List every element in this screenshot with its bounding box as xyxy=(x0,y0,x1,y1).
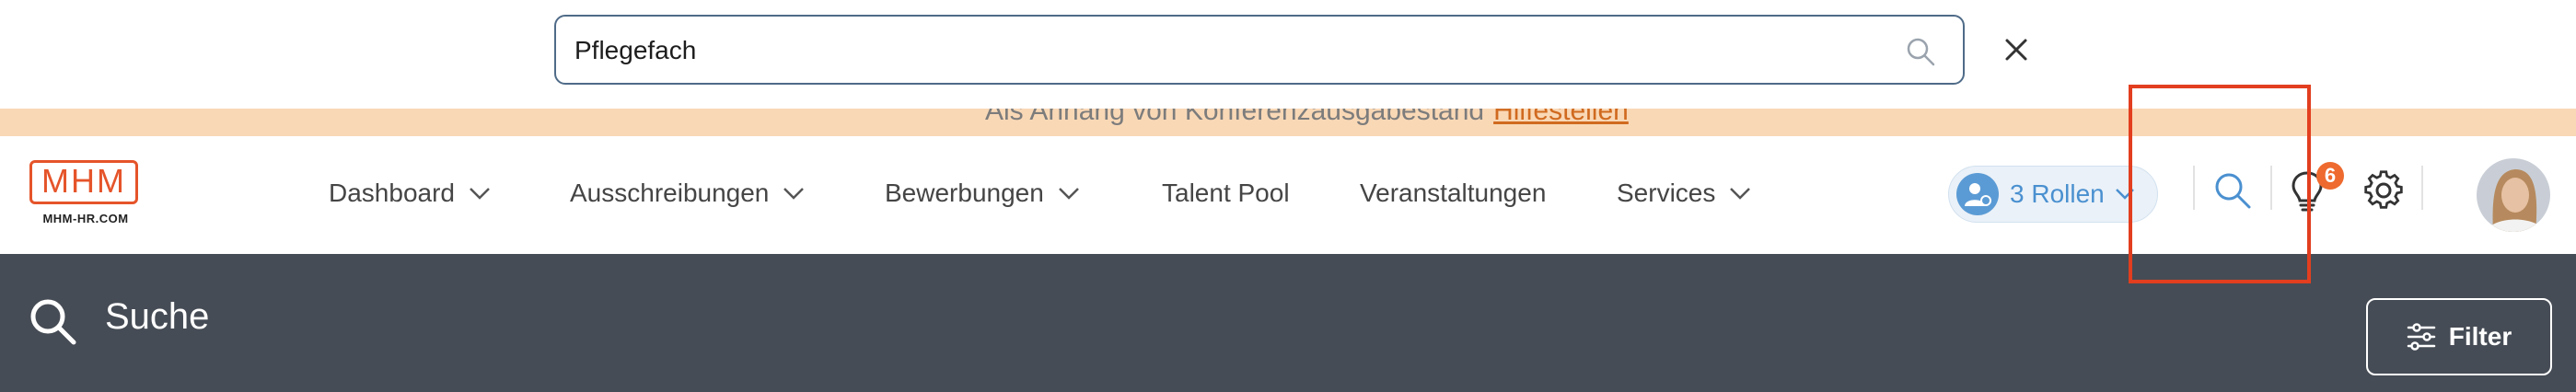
banner-link[interactable]: Hilfestellen xyxy=(1493,109,1629,126)
search-icon xyxy=(30,299,76,345)
logo-letters: MHM xyxy=(41,162,126,200)
info-banner: Als Anhang von Konferenzausgabestand Hilf… xyxy=(0,109,2576,136)
roles-switcher[interactable]: 3 Rollen xyxy=(1948,166,2158,223)
page-header: Suche Filter xyxy=(0,254,2576,392)
search-input[interactable] xyxy=(574,28,1863,74)
notification-badge: 6 xyxy=(2316,162,2344,190)
nav-veranstaltungen-label: Veranstaltungen xyxy=(1360,179,1547,207)
gear-icon[interactable] xyxy=(2362,169,2405,212)
chevron-down-icon xyxy=(1730,188,1751,200)
banner-text: Als Anhang von Konferenzausgabestand Hilf… xyxy=(985,109,1629,127)
chevron-down-icon xyxy=(1058,188,1079,200)
nav-veranstaltungen[interactable]: Veranstaltungen xyxy=(1360,175,1546,212)
chevron-down-icon xyxy=(470,188,490,200)
user-roles-icon xyxy=(1956,173,1999,215)
search-icon[interactable] xyxy=(1904,35,1937,68)
search-field[interactable] xyxy=(554,15,1965,85)
divider xyxy=(2193,166,2195,210)
nav-bewerbungen-label: Bewerbungen xyxy=(885,179,1044,207)
roles-label: 3 Rollen xyxy=(2010,179,2105,208)
close-icon[interactable] xyxy=(1998,31,2035,68)
divider xyxy=(2421,166,2423,210)
page-title: Suche xyxy=(105,296,210,337)
nav-bewerbungen[interactable]: Bewerbungen xyxy=(885,175,1081,212)
nav-dashboard[interactable]: Dashboard xyxy=(329,175,492,212)
filter-label: Filter xyxy=(2448,322,2512,351)
nav-services-label: Services xyxy=(1617,179,1716,207)
filter-button[interactable]: Filter xyxy=(2366,298,2552,375)
nav-talent-pool[interactable]: Talent Pool xyxy=(1162,175,1290,212)
logo[interactable]: MHM MHM-HR.COM xyxy=(29,160,144,228)
logo-subtitle: MHM-HR.COM xyxy=(42,212,129,225)
user-avatar[interactable] xyxy=(2477,158,2550,232)
chevron-down-icon xyxy=(783,188,805,200)
sliders-icon xyxy=(2407,323,2436,351)
nav-talent-pool-label: Talent Pool xyxy=(1162,179,1290,207)
chevron-down-icon xyxy=(2115,189,2134,200)
divider xyxy=(2270,166,2272,210)
main-navigation: MHM MHM-HR.COM Dashboard Ausschreibungen… xyxy=(0,136,2576,254)
banner-message: Als Anhang von Konferenzausgabestand xyxy=(985,109,1485,126)
logo-frame xyxy=(29,160,138,204)
nav-ausschreibungen[interactable]: Ausschreibungen xyxy=(570,175,806,212)
global-search-bar xyxy=(0,0,2576,109)
nav-ausschreibungen-label: Ausschreibungen xyxy=(570,179,770,207)
search-icon[interactable] xyxy=(2211,169,2254,212)
nav-services[interactable]: Services xyxy=(1617,175,1752,212)
nav-dashboard-label: Dashboard xyxy=(329,179,455,207)
